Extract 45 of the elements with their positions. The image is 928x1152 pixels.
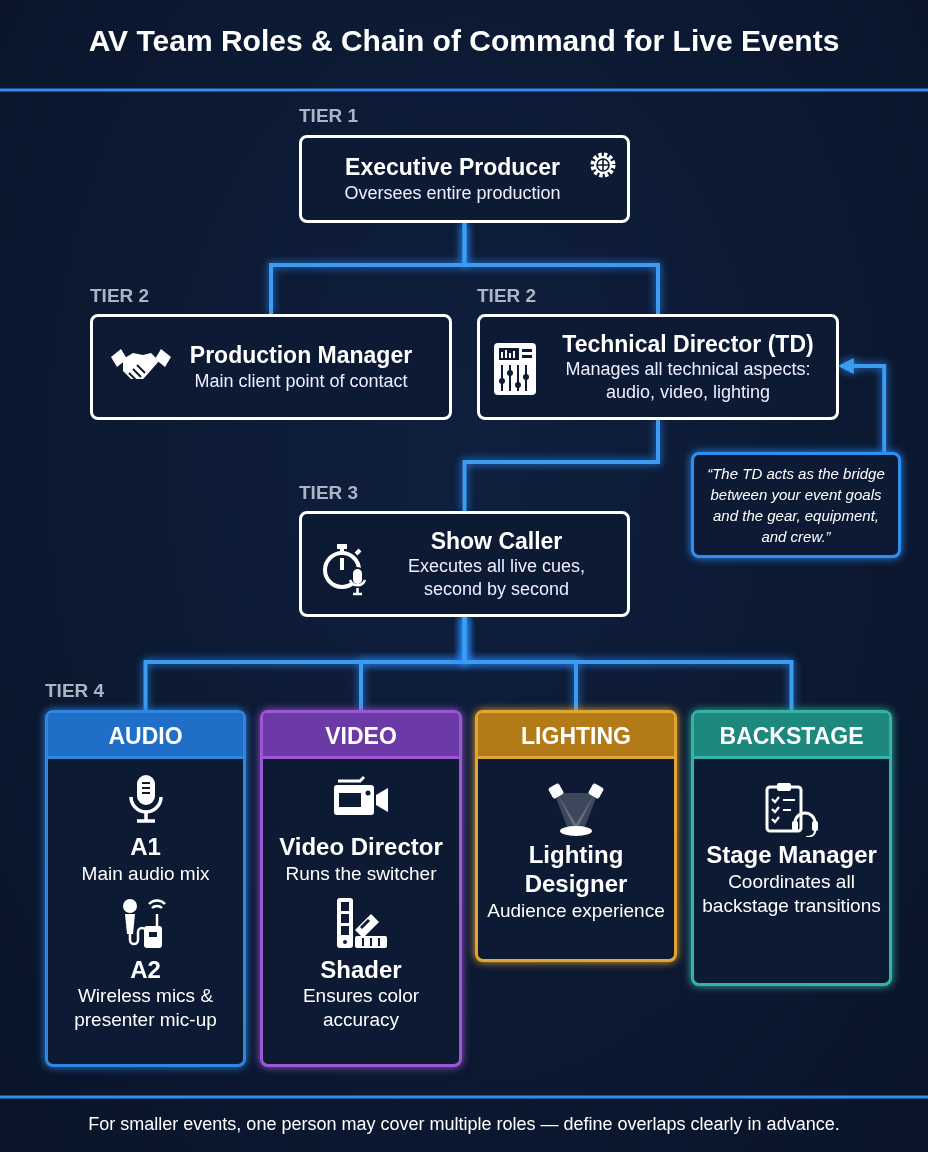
role-box [477, 314, 839, 420]
quote-text: “The TD acts as the bridge between your event goals and the gear, equipment, and crew.” [706, 464, 886, 547]
role-title: Executive Producer [344, 153, 561, 182]
category-panel [691, 710, 892, 986]
tier-label: TIER 2 [90, 285, 150, 307]
role-description: Coordinates all backstage transitions [701, 869, 882, 918]
category-header: BACKSTAGE [694, 713, 889, 759]
role-title: A2 [130, 955, 161, 985]
category-panel [45, 710, 246, 1067]
role-title: Technical Director (TD) [561, 330, 815, 359]
role-description: Main audio mix [81, 861, 210, 886]
callout-box [691, 452, 901, 558]
role-description: Audience experience [487, 898, 665, 923]
tier-label: TIER 1 [299, 105, 359, 127]
connector-line [462, 420, 660, 511]
role-description: Ensures color accuracy [301, 984, 421, 1032]
role-title: Production Manager [189, 341, 413, 370]
role-title: Stage Manager [706, 841, 877, 870]
role-title: Shader [320, 955, 402, 985]
role-title: Lighting Designer [523, 841, 629, 899]
role-box [90, 314, 452, 420]
footnote: For smaller events, one person may cover multiple roles — define overlaps clearly in advance. [88, 1114, 840, 1135]
role-description: Manages all technical aspects: audio, video, lighting [564, 358, 812, 404]
role-title: Video Director [279, 833, 443, 862]
arrow [837, 358, 887, 452]
tier-label: TIER 4 [45, 680, 105, 702]
role-description: Main client point of contact [193, 369, 409, 393]
tier-label: TIER 3 [299, 482, 359, 504]
category-header: VIDEO [263, 713, 459, 759]
role-title: A1 [130, 833, 161, 862]
connector-line [462, 617, 794, 710]
connector-line [462, 223, 660, 314]
role-title: Show Caller [429, 527, 564, 556]
role-box [299, 511, 630, 617]
category-header: LIGHTING [478, 713, 674, 759]
tier-label: TIER 2 [477, 285, 537, 307]
category-panel [475, 710, 677, 962]
role-description: Wireless mics & presenter mic-up [73, 984, 218, 1032]
role-description: Oversees entire production [344, 181, 561, 205]
title: AV Team Roles & Chain of Command for Live Events [88, 24, 840, 58]
category-panel [260, 710, 462, 1067]
role-box [299, 135, 630, 223]
role-description: Runs the switcher [285, 861, 437, 886]
category-header: AUDIO [48, 713, 243, 759]
role-description: Executes all live cues, second by second [406, 555, 587, 601]
